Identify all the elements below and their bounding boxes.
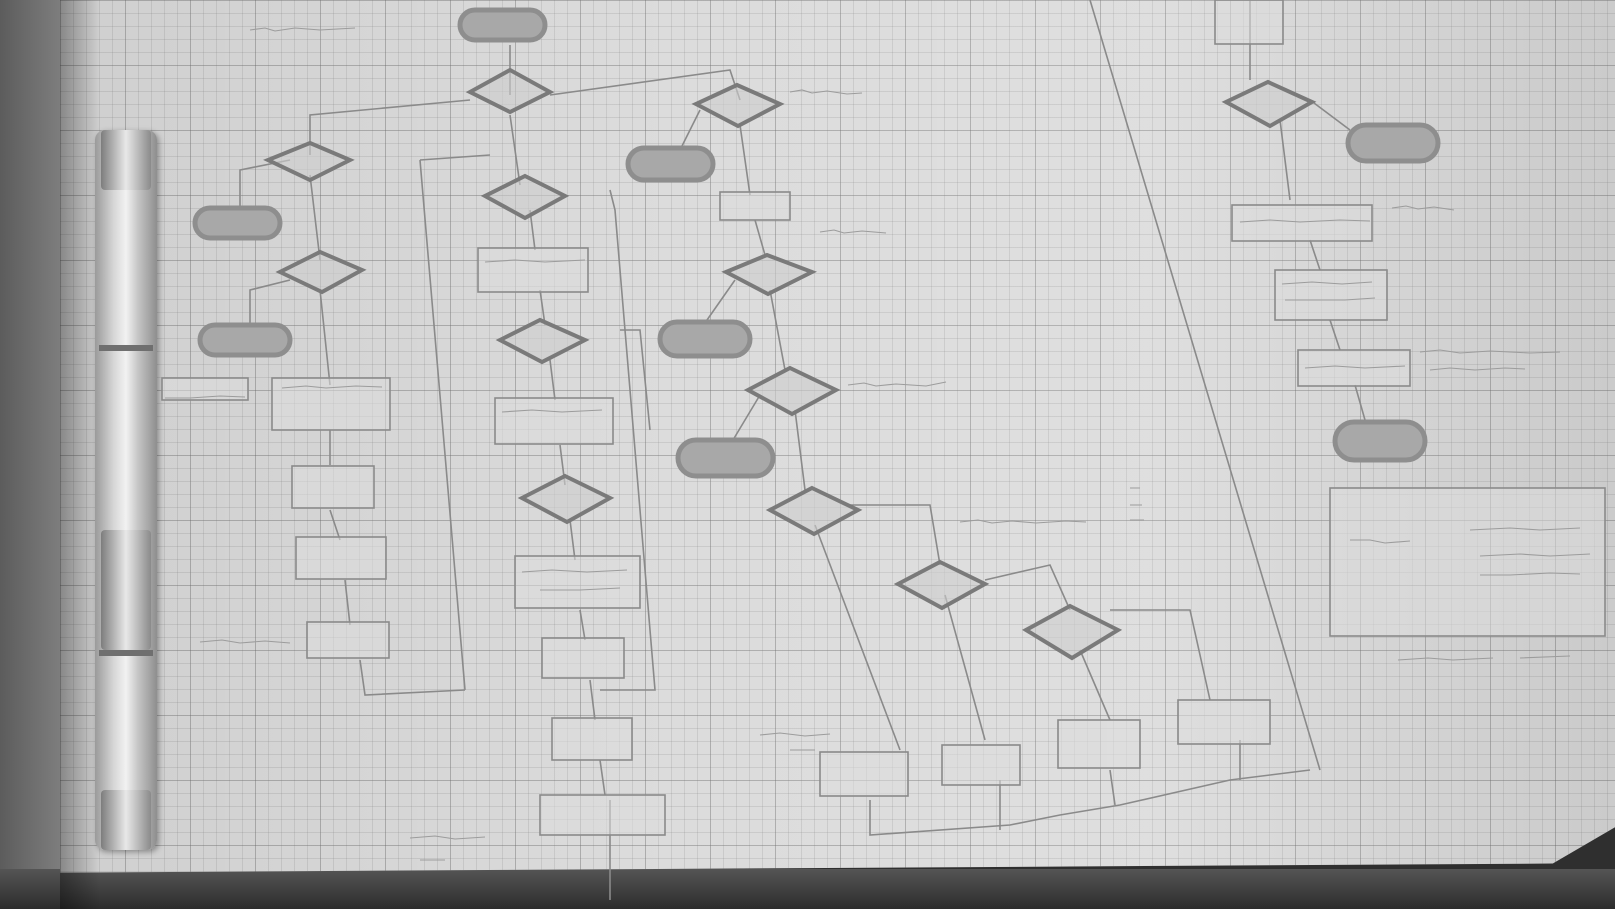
decision-diamond bbox=[465, 67, 555, 115]
flowchart-terminators bbox=[192, 7, 1441, 479]
decision-diamond bbox=[275, 249, 367, 295]
binder-band bbox=[99, 650, 153, 656]
binder-clip-bottom bbox=[101, 790, 151, 850]
process-box bbox=[551, 717, 633, 761]
process-box bbox=[1177, 699, 1271, 745]
process-box bbox=[1057, 719, 1141, 769]
flowchart-process-boxes bbox=[161, 0, 1606, 836]
process-box bbox=[306, 621, 390, 659]
process-box bbox=[719, 191, 791, 221]
decision-diamond bbox=[480, 173, 570, 221]
terminator-shape bbox=[1345, 122, 1441, 164]
terminator-shape bbox=[657, 319, 753, 359]
flowchart-decisions bbox=[263, 67, 1317, 661]
desk-surface-bottom bbox=[0, 869, 1615, 909]
binder-clip-top bbox=[101, 130, 151, 190]
flowchart-connectors bbox=[239, 0, 1366, 900]
process-box bbox=[1297, 349, 1411, 387]
process-box bbox=[295, 536, 387, 580]
process-box bbox=[477, 247, 589, 293]
terminator-shape bbox=[197, 322, 293, 358]
process-box bbox=[539, 794, 666, 836]
decision-diamond bbox=[893, 559, 990, 611]
binder-clip-middle bbox=[101, 530, 151, 650]
decision-diamond bbox=[263, 140, 355, 183]
process-box bbox=[941, 744, 1021, 786]
note-box bbox=[161, 377, 249, 401]
paper-edge-shadow bbox=[60, 0, 100, 909]
process-box bbox=[271, 377, 391, 431]
decision-diamond bbox=[691, 82, 785, 129]
process-box bbox=[1274, 269, 1388, 321]
terminator-shape bbox=[675, 437, 776, 479]
process-box bbox=[541, 637, 625, 679]
decision-diamond bbox=[1021, 603, 1123, 661]
handwritten-notes bbox=[165, 27, 1591, 861]
legend-box bbox=[1329, 487, 1606, 637]
process-box bbox=[1231, 204, 1373, 242]
decision-diamond bbox=[765, 485, 863, 537]
terminator-shape bbox=[625, 145, 716, 183]
binder-strip bbox=[95, 130, 157, 850]
decision-diamond bbox=[517, 473, 615, 525]
decision-diamond bbox=[743, 365, 841, 417]
process-box bbox=[819, 751, 909, 797]
process-box bbox=[494, 397, 614, 445]
decision-diamond bbox=[721, 252, 817, 297]
decision-diamond bbox=[495, 317, 590, 365]
terminator-shape bbox=[192, 205, 283, 241]
terminator-shape bbox=[457, 7, 548, 43]
process-box bbox=[514, 555, 641, 609]
decision-diamond bbox=[1221, 79, 1317, 129]
terminator-shape bbox=[1332, 419, 1428, 463]
binder-band bbox=[99, 345, 153, 351]
process-box bbox=[291, 465, 375, 509]
process-box bbox=[1214, 0, 1284, 45]
